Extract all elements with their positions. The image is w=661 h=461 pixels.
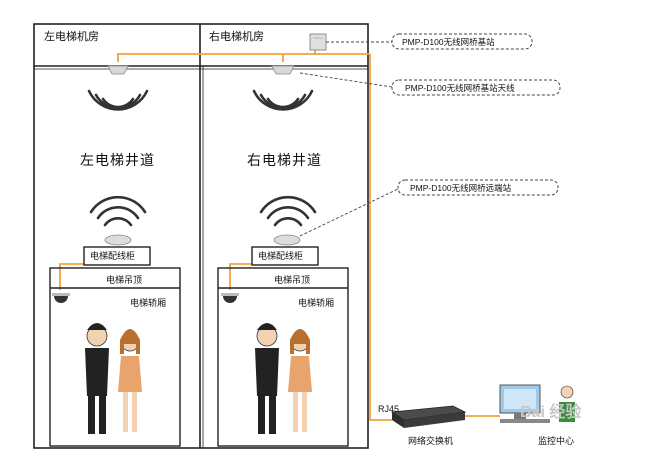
callout-remote-station <box>397 179 559 196</box>
remote-station-left <box>104 234 132 246</box>
dome-camera-right <box>221 293 239 303</box>
monitoring-center-device <box>499 384 575 423</box>
junction-box-right <box>251 246 319 266</box>
right-machine-room-label: 右电梯机房 <box>209 31 264 43</box>
building-frame <box>33 23 369 449</box>
wifi-signal-right-top <box>252 89 314 111</box>
car-top-right-label: 电梯吊顶 <box>274 275 311 285</box>
callout-base-antenna <box>391 79 561 96</box>
callout-base-station-text: PMP-D100无线网桥基站 <box>402 37 495 47</box>
watermark: Bai 经验 <box>520 404 582 421</box>
base-antenna-left <box>107 65 129 75</box>
callout-leaders <box>299 41 401 237</box>
building-outline <box>33 23 369 449</box>
junction-box-right-label: 电梯配线柜 <box>258 251 304 261</box>
wifi-signal-left-top <box>87 89 149 111</box>
base-antenna-right <box>271 65 295 75</box>
switch-label: 网络交换机 <box>408 436 454 446</box>
dome-camera-left <box>52 293 70 303</box>
wifi-signal-right-bottom <box>259 195 317 227</box>
callout-bubbles <box>391 33 561 196</box>
elevator-car-left <box>49 267 181 447</box>
base-station-device <box>309 33 327 51</box>
callout-base-station <box>391 33 533 50</box>
rj45-label: RJ45 <box>378 404 400 414</box>
elevator-car-right <box>217 267 349 447</box>
remote-station-right <box>273 234 301 246</box>
callout-base-antenna-text: PMP-D100无线网桥基站天线 <box>405 83 515 93</box>
wifi-signal-left-bottom <box>89 195 147 227</box>
passengers-left <box>85 323 142 434</box>
monitoring-center-label: 监控中心 <box>538 436 575 446</box>
passengers-right <box>255 323 312 434</box>
left-machine-room-label: 左电梯机房 <box>44 31 99 43</box>
junction-box-left <box>83 246 151 266</box>
junction-box-left-label: 电梯配线柜 <box>90 251 136 261</box>
network-switch-device <box>390 405 467 428</box>
callout-remote-station-text: PMP-D100无线网桥远端站 <box>410 183 512 193</box>
left-shaft-label: 左电梯井道 <box>80 152 155 168</box>
right-shaft-label: 右电梯井道 <box>247 152 322 168</box>
car-left-label: 电梯轿厢 <box>130 298 167 308</box>
car-top-left-label: 电梯吊顶 <box>106 275 143 285</box>
car-right-label: 电梯轿厢 <box>298 298 335 308</box>
